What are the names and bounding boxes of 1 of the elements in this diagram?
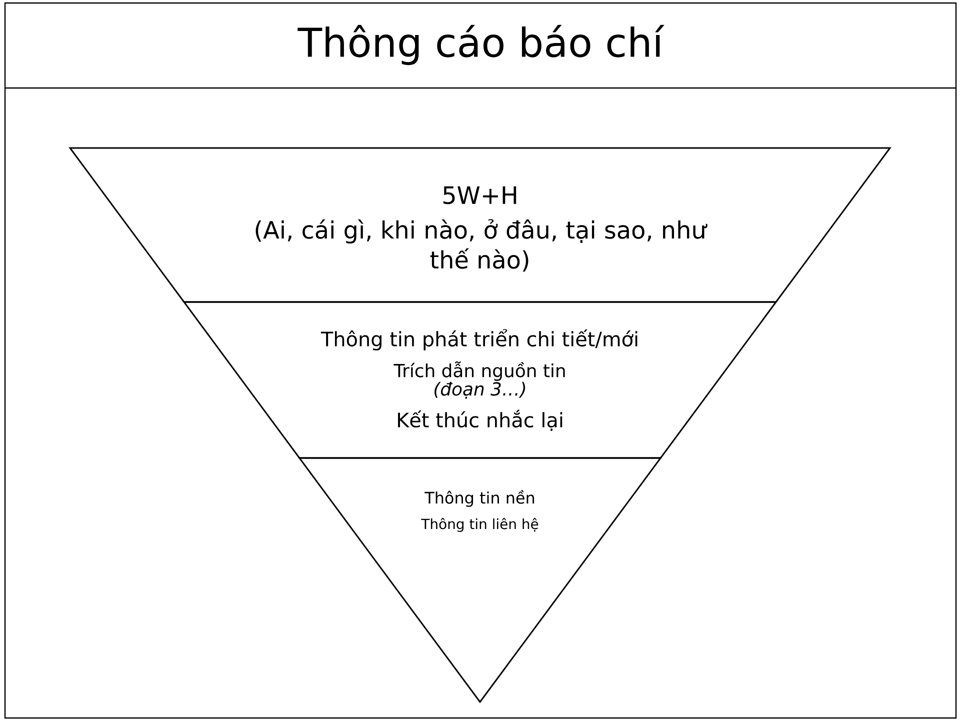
title-text: Thông cáo báo chí [298,24,664,66]
